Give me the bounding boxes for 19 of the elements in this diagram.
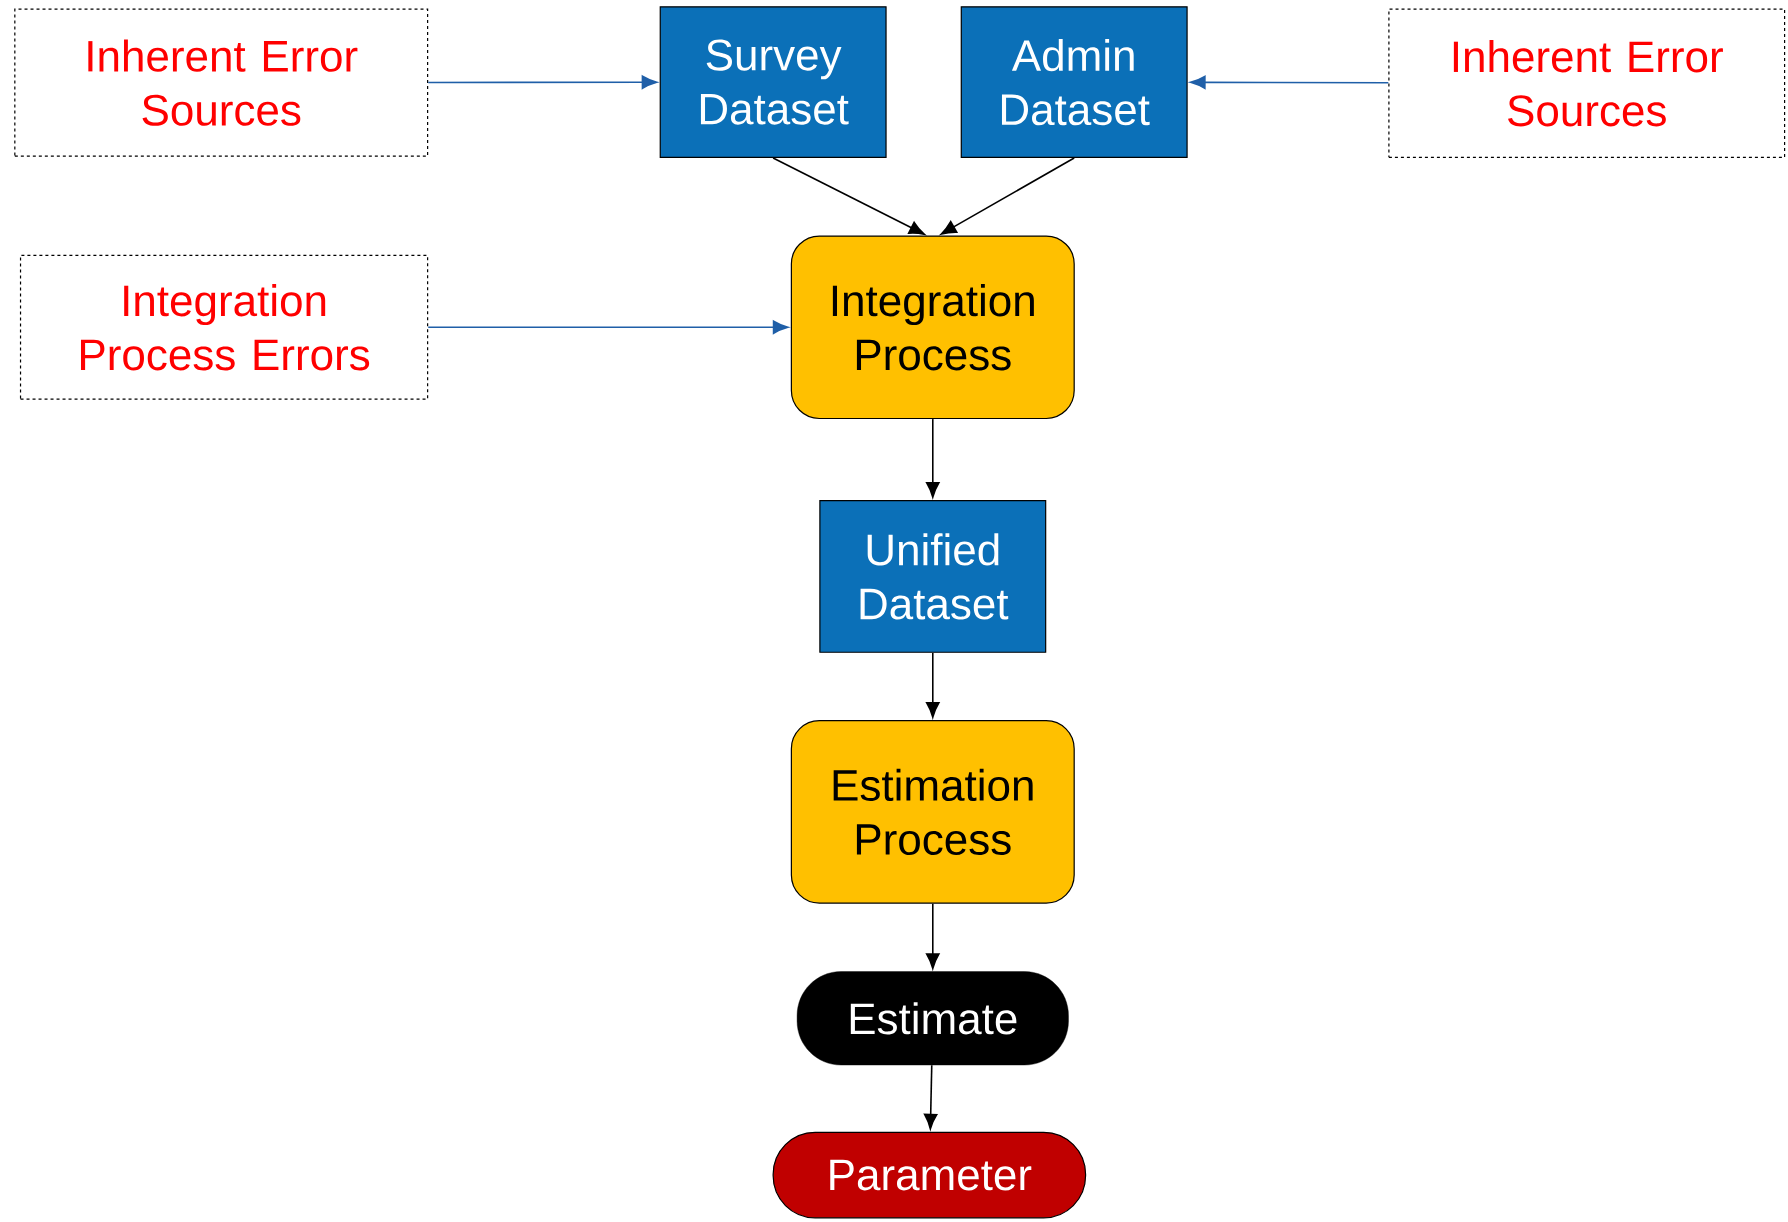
arrow bbox=[427, 320, 789, 335]
dataset-box: Unified Dataset bbox=[819, 500, 1047, 653]
arrow bbox=[1189, 75, 1390, 90]
error-source-box: Integration Process Errors bbox=[19, 254, 429, 400]
arrow bbox=[925, 418, 940, 498]
dataset-box: Admin Dataset bbox=[960, 6, 1188, 158]
arrow bbox=[940, 157, 1075, 235]
arrow bbox=[923, 1064, 938, 1130]
dataset-box: Survey Dataset bbox=[659, 6, 887, 158]
arrow bbox=[772, 157, 925, 235]
arrow bbox=[925, 902, 940, 970]
process-box: Integration Process bbox=[790, 235, 1075, 420]
process-box: Estimation Process bbox=[790, 720, 1075, 904]
error-source-box: Inherent Error Sources bbox=[14, 8, 429, 157]
terminal-box: Estimate bbox=[796, 971, 1069, 1066]
arrow bbox=[427, 75, 658, 90]
arrow bbox=[925, 652, 940, 718]
error-source-box: Inherent Error Sources bbox=[1388, 8, 1786, 158]
terminal-box: Parameter bbox=[772, 1131, 1087, 1219]
